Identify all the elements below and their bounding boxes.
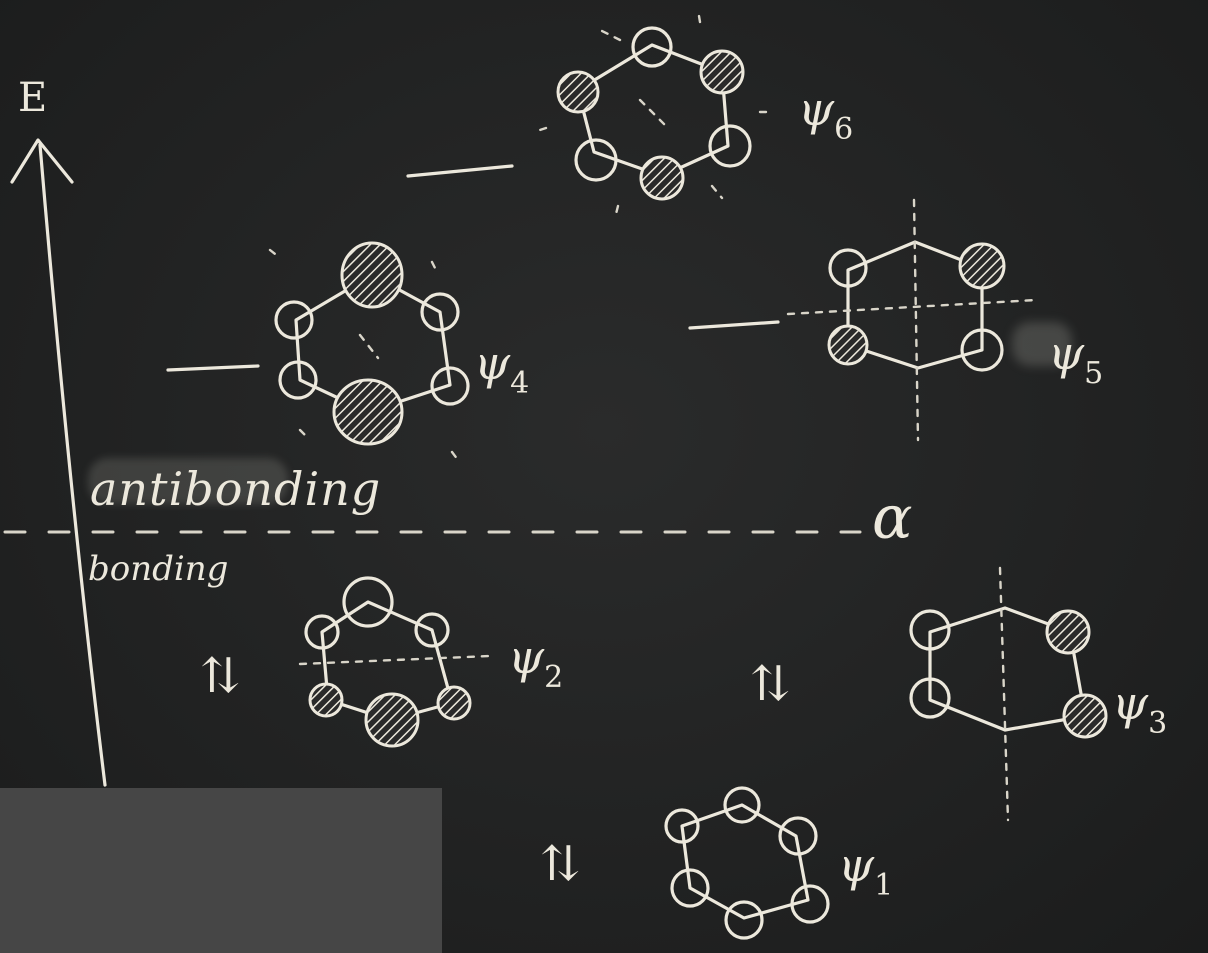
lobe-hatched [340, 241, 404, 309]
level-line-psi5 [688, 320, 780, 330]
lobe-open [778, 816, 818, 856]
label-psi5: ψ5 [1048, 326, 1104, 391]
alpha-label: α [872, 483, 913, 553]
eraser-smudge [1012, 322, 1072, 366]
orbital-psi4-ring [268, 241, 470, 462]
lobe-open [631, 26, 673, 68]
lobe-open [909, 609, 951, 651]
lobe-open [790, 884, 830, 924]
lobe-open [574, 138, 618, 182]
antibonding-label: antibonding [90, 462, 382, 516]
lobe-open [430, 366, 470, 406]
orbital-psi5-ring [786, 198, 1038, 442]
lobe-hatched [436, 685, 472, 721]
lobe-hatched [639, 155, 685, 201]
label-psi3: ψ3 [1112, 676, 1168, 741]
lobe-open [664, 808, 700, 844]
electron-pair-psi1: ⇅ [540, 836, 580, 892]
lobe-open [274, 300, 314, 340]
energy-axis-label: E [18, 75, 48, 121]
label-psi2: ψ2 [508, 630, 564, 695]
eraser-smudge [88, 458, 288, 504]
lobe-open [670, 868, 710, 908]
lobe-open [723, 786, 761, 824]
electron-pair-psi2: ⇅ [200, 648, 240, 704]
lobe-hatched [1045, 609, 1091, 655]
orbital-psi6-ring [538, 8, 770, 216]
level-line-psi4 [166, 364, 260, 372]
gray-cover-block [0, 788, 442, 953]
energy-axis [10, 138, 107, 787]
label-psi1: ψ1 [838, 838, 894, 903]
bonding-label: bonding [88, 549, 229, 589]
lobe-hatched [1062, 693, 1108, 739]
lobe-open [304, 614, 340, 650]
lobe-open [708, 124, 752, 168]
lobe-hatched [308, 682, 344, 718]
lobe-hatched [364, 692, 420, 748]
orbital-psi3-ring [909, 566, 1108, 822]
lobe-hatched [827, 324, 869, 366]
lobe-hatched [699, 49, 745, 95]
lobe-open [909, 677, 951, 719]
lobe-hatched [556, 70, 600, 114]
electron-pair-psi3: ⇅ [750, 656, 790, 712]
lobe-open [420, 292, 460, 332]
orbital-psi2-ring [298, 576, 492, 748]
lobe-open [724, 900, 764, 940]
lobe-open [828, 248, 868, 288]
lobe-open [342, 576, 394, 628]
lobe-open [278, 360, 318, 400]
orbital-psi1-ring [664, 786, 830, 940]
label-psi6: ψ6 [798, 82, 854, 147]
lobe-hatched [332, 378, 404, 446]
lobe-hatched [958, 242, 1006, 290]
lobe-open [414, 612, 450, 648]
lobe-open [960, 328, 1004, 372]
level-line-psi6 [406, 164, 514, 178]
label-psi4: ψ4 [474, 336, 530, 401]
